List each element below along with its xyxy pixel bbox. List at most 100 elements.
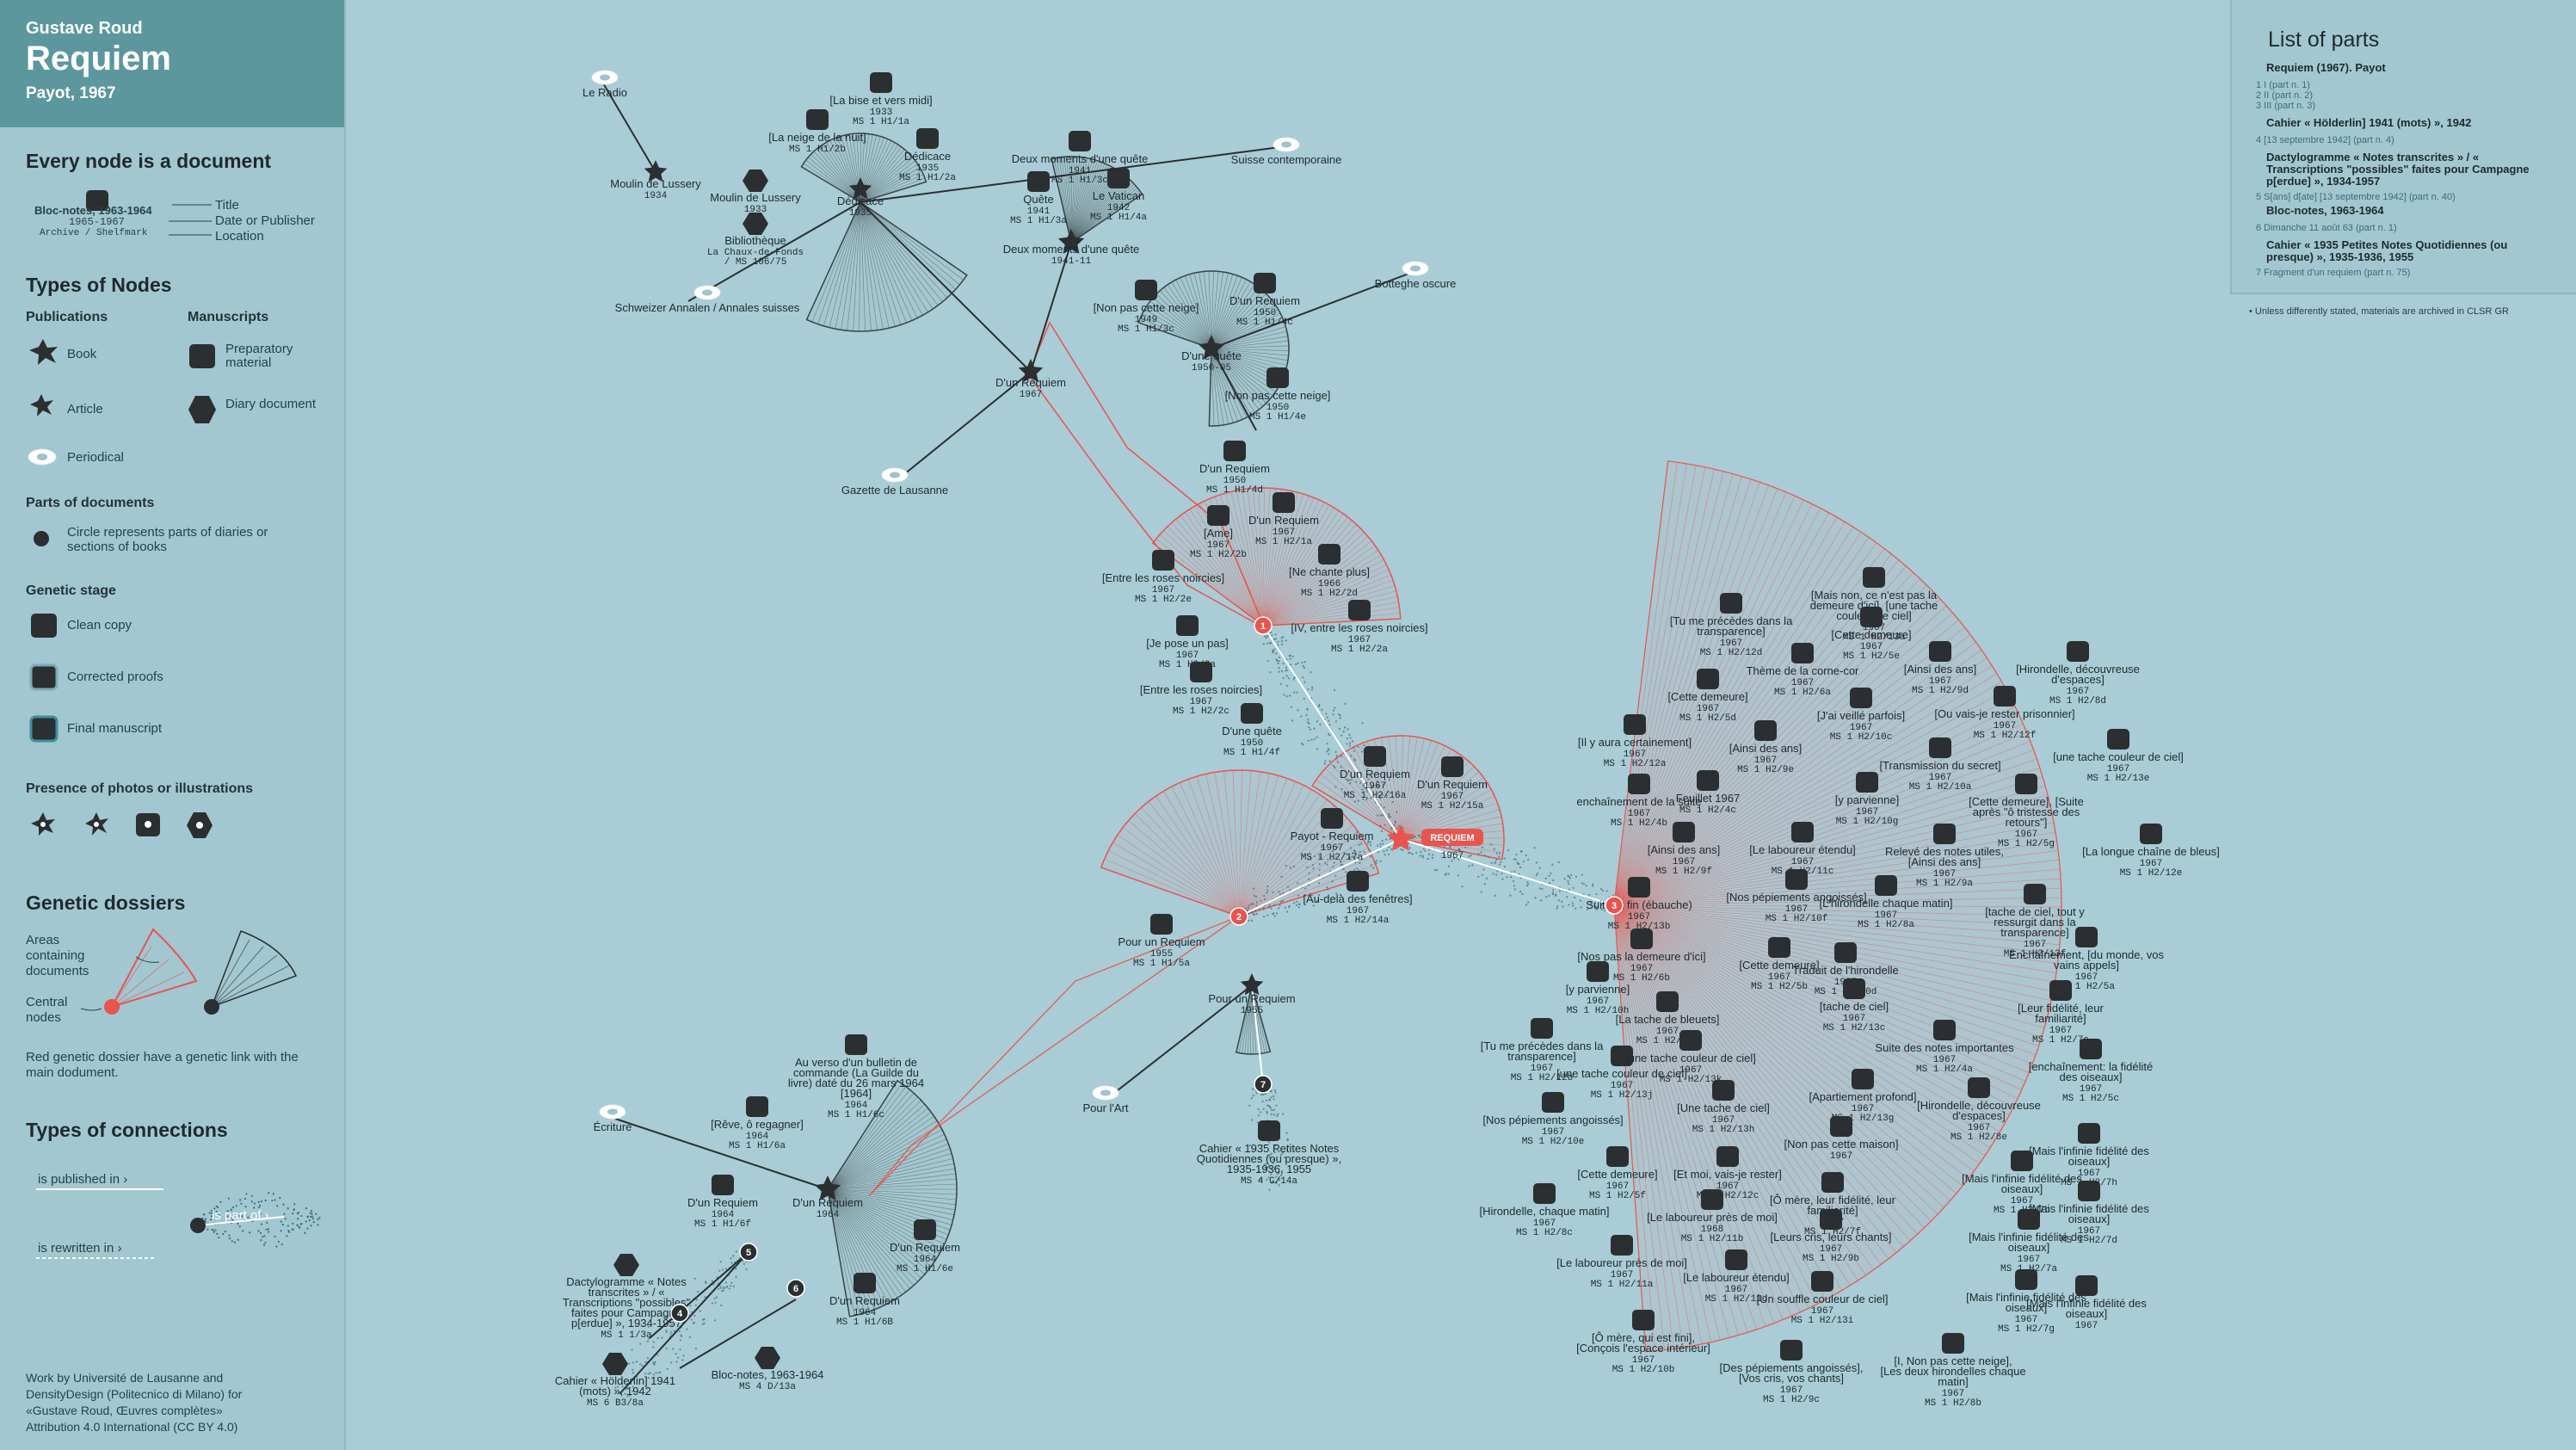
part-dot xyxy=(1324,861,1327,864)
dossier-ray xyxy=(1613,532,1862,906)
periodical-suisse-contemporaine-label: Suisse contemporaine xyxy=(1231,153,1342,166)
part-dot xyxy=(1280,875,1283,878)
dossier-ray xyxy=(1613,904,1647,1352)
document-node xyxy=(2067,641,2089,662)
part-dot xyxy=(311,1212,313,1215)
document-node xyxy=(2024,884,2046,904)
dossier-ray xyxy=(1070,165,1110,244)
part-dot xyxy=(258,1206,261,1209)
document-node xyxy=(1533,1183,1556,1204)
part-dot xyxy=(1540,899,1543,902)
dossier-ray xyxy=(860,167,921,203)
node-heading: Every node is a document xyxy=(26,150,272,172)
dossier-ray xyxy=(1236,490,1264,626)
dossier-ray xyxy=(1613,904,1969,1179)
part-dot xyxy=(621,1385,624,1388)
part-dot xyxy=(628,1362,631,1365)
part-dot xyxy=(1557,861,1560,863)
clean-copy-icon xyxy=(31,614,57,638)
part-dot xyxy=(274,1235,276,1237)
part-dot xyxy=(1277,1113,1279,1115)
dossier-ray xyxy=(835,201,861,330)
part-dot xyxy=(1348,744,1352,747)
dossier-ray xyxy=(827,1188,952,1225)
part-dot xyxy=(1447,873,1450,875)
part-dot xyxy=(283,1212,286,1215)
dossier-ray xyxy=(1613,904,2033,1064)
document-date: 1967 xyxy=(1587,996,1609,1007)
part-dot xyxy=(1449,845,1451,848)
document-node xyxy=(2075,1275,2098,1296)
part-dot xyxy=(670,1324,674,1326)
part-dot xyxy=(1279,1154,1282,1157)
part-dot xyxy=(1501,878,1504,880)
document-shelfmark: MS 1 H2/9d xyxy=(1912,686,1969,696)
part-dot xyxy=(682,1354,685,1357)
dossier-ray xyxy=(1262,569,1390,626)
dossier-ray xyxy=(1335,758,1402,840)
part-dot xyxy=(1490,843,1493,846)
dossier-ray xyxy=(860,201,939,306)
dossier-ray xyxy=(1211,348,1267,404)
part-dot xyxy=(1273,1114,1276,1116)
dossier-ray xyxy=(1238,785,1304,917)
document-shelfmark: MS 1 H2/6b xyxy=(1613,973,1670,984)
document-date: 1967 xyxy=(1611,1270,1633,1280)
dossier-ray xyxy=(1211,293,1266,349)
part-dot xyxy=(1360,750,1363,753)
part-dot xyxy=(1297,894,1299,897)
document-date: 1967 xyxy=(1176,651,1199,661)
sample-date: 1965-1967 xyxy=(69,216,125,228)
part-dot xyxy=(1350,779,1353,781)
part-dot xyxy=(694,1304,697,1306)
part-dot xyxy=(1387,790,1390,793)
document-title: [Une tache de ciel] xyxy=(1677,1101,1770,1114)
document-title: [L'hirondelle chaque matin] xyxy=(1820,897,1953,910)
part-dot xyxy=(1457,858,1460,861)
dossier-ray xyxy=(1211,287,1260,349)
part-item: 1 I (part n. 1) xyxy=(2256,80,2310,90)
dossier-ray xyxy=(853,201,861,331)
part-dot xyxy=(692,1322,694,1324)
document-shelfmark: MS 1 H1/1a xyxy=(853,117,909,127)
dossier-ray xyxy=(1185,512,1264,626)
dossier-ray xyxy=(827,1133,945,1190)
part-dot xyxy=(1282,1113,1285,1115)
dossier-ray xyxy=(1196,776,1240,917)
document-node xyxy=(1850,688,1872,708)
part-dot xyxy=(245,1193,248,1195)
part-dot xyxy=(1601,889,1605,892)
part-dot xyxy=(1346,737,1348,740)
part-dot xyxy=(632,1385,634,1388)
document-title: [La longue chaîne de bleus] xyxy=(2082,845,2220,858)
manuscripts-heading: Manuscripts xyxy=(188,310,269,324)
part-item: 6 Dimanche 11 août 63 (part n. 1) xyxy=(2256,223,2397,233)
document-title: livre) daté du 26 mars 1964 xyxy=(788,1077,924,1089)
periodical-gazette-de-lausanne-icon-center xyxy=(890,472,900,478)
dossier-ray xyxy=(1211,348,1276,392)
part-dot xyxy=(1433,869,1437,872)
document-shelfmark: MS 1 H1/4f xyxy=(1223,748,1280,758)
part-dot xyxy=(1270,1167,1273,1169)
dossier-ray xyxy=(1613,499,1804,906)
dossier-ray xyxy=(1112,842,1240,917)
document-date: 1967 xyxy=(1632,1355,1655,1366)
part-dot xyxy=(1278,1151,1280,1153)
dossier-ray xyxy=(1211,340,1289,349)
dossier-ray xyxy=(1238,789,1312,917)
part-dot xyxy=(670,1330,673,1333)
dossier-ray xyxy=(1100,867,1240,917)
dossier-ray xyxy=(1262,564,1387,626)
document-date: 1967 xyxy=(1720,639,1742,649)
dossier-ray xyxy=(1613,904,1957,1194)
dossier-ray xyxy=(1262,559,1384,626)
dossier-ray xyxy=(827,1188,953,1220)
part-dot xyxy=(1286,910,1289,913)
part-dot xyxy=(644,1373,647,1375)
dossier-ray xyxy=(1613,904,2000,1132)
part-dot xyxy=(1334,786,1337,788)
document-date: 1967 xyxy=(2049,1026,2072,1036)
dossier-ray xyxy=(1613,904,1801,1313)
dossier-ray xyxy=(1211,279,1247,349)
document-shelfmark: MS 1 H2/5e xyxy=(1843,651,1900,662)
